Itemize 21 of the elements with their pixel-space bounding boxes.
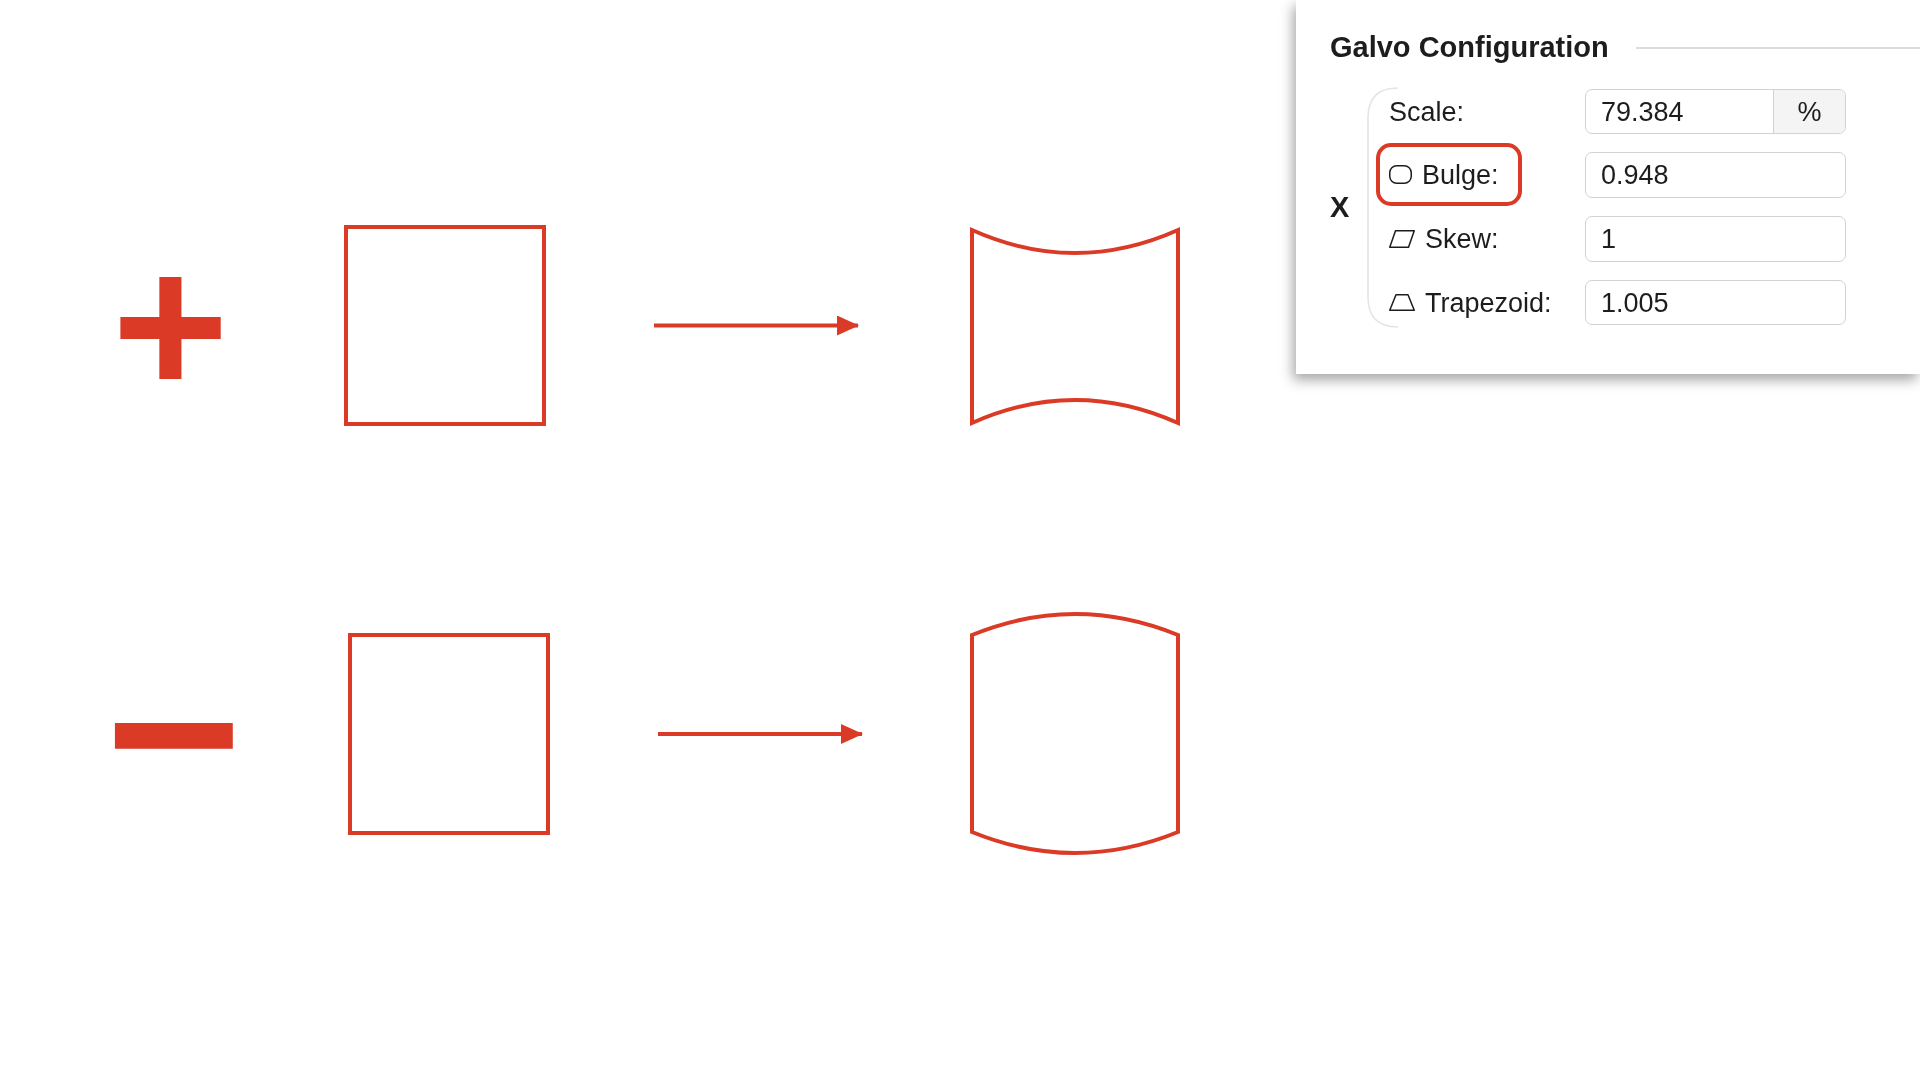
field-value: 79.384 bbox=[1600, 95, 1685, 128]
field-label: Skew: bbox=[1425, 223, 1499, 255]
minus-sign: − bbox=[105, 719, 243, 747]
field-label: Bulge: bbox=[1422, 158, 1499, 191]
input-field: 1.005 bbox=[1585, 280, 1846, 325]
input-field bbox=[1585, 89, 1846, 134]
input-field: 1 bbox=[1585, 216, 1846, 262]
settings-panel bbox=[1296, 0, 1920, 374]
field-label: Trapezoid: bbox=[1425, 287, 1552, 319]
unit-label: % bbox=[1773, 90, 1845, 133]
arrow bbox=[654, 315, 859, 336]
arrow bbox=[658, 724, 863, 744]
panel-title: Galvo Configuration bbox=[1330, 30, 1609, 65]
axis-label: X bbox=[1330, 190, 1350, 225]
square-outline bbox=[344, 225, 546, 426]
square-outline bbox=[348, 633, 550, 835]
input-field: 0.948 bbox=[1585, 152, 1846, 198]
highlight-box bbox=[1376, 143, 1522, 206]
field-label: Scale: bbox=[1389, 96, 1465, 128]
barrel-outline bbox=[970, 612, 1180, 855]
pincushion-outline bbox=[970, 228, 1180, 425]
